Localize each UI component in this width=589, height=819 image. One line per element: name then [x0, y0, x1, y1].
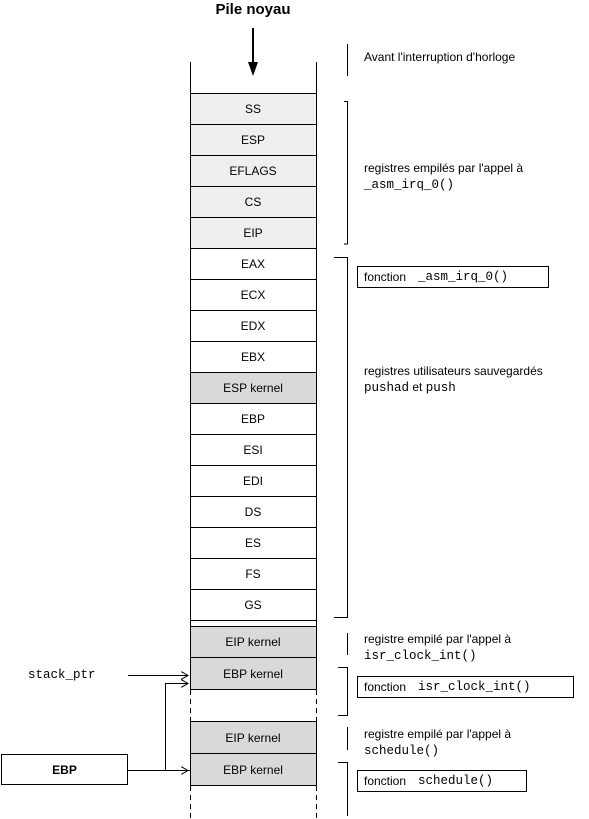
function-box-isr-name: isr_clock_int(): [418, 680, 531, 694]
stack-cell-es: ES: [190, 528, 316, 559]
stack-cell-ss: SS: [190, 93, 316, 125]
stack-cell-eax: EAX: [190, 249, 316, 280]
label-user-regs-code2: push: [425, 381, 456, 395]
function-box-sched: fonction schedule(): [357, 770, 527, 792]
label-before-interrupt: Avant l'interruption d'horloge: [364, 50, 516, 64]
bracket-sched-frame: [338, 762, 348, 816]
label-user-regs-code1: pushad: [364, 381, 410, 395]
diagram-title: Pile noyau: [215, 1, 291, 18]
stack-cell-ebp-kernel-2: EBP kernel: [190, 754, 316, 786]
stack-cell-fs: FS: [190, 559, 316, 590]
function-box-asm-name: _asm_irq_0(): [418, 270, 509, 284]
function-box-sched-label: fonction: [364, 774, 407, 788]
label-user-regs-and: et: [412, 380, 423, 394]
stack-cell-eip-kernel-1: EIP kernel: [190, 626, 316, 658]
label-pushed-by-isr-text: registre empilé par l'appel à: [364, 632, 512, 646]
stack-cell-ebp-kernel-1: EBP kernel: [190, 658, 316, 690]
label-pushed-by-sched-code: schedule(): [364, 744, 440, 758]
label-user-regs-text: registres utilisateurs sauvegardés: [364, 364, 543, 378]
stack-cell-eip-kernel-2: EIP kernel: [190, 721, 316, 754]
bracket-asm: [344, 101, 348, 245]
label-pushed-by-isr-code: isr_clock_int(): [364, 649, 477, 663]
stack-cell-ebx: EBX: [190, 342, 316, 373]
stack-cell-ebp: EBP: [190, 404, 316, 435]
stack-cell-gs: GS: [190, 590, 316, 621]
function-box-asm: fonction _asm_irq_0(): [357, 266, 549, 288]
label-pushed-by-asm-text: registres empilés par l'appel à: [364, 161, 524, 175]
label-pushed-by-asm-code: _asm_irq_0(): [364, 178, 455, 192]
function-box-asm-label: fonction: [364, 270, 407, 284]
stack-cell-esi: ESI: [190, 435, 316, 466]
stack-cell-ds: DS: [190, 497, 316, 528]
stack-cell-eip: EIP: [190, 218, 316, 249]
ebp-register-box: EBP: [1, 754, 128, 785]
stack-cell-cs: CS: [190, 187, 316, 218]
label-pushed-by-asm: registres empilés par l'appel à _asm_irq…: [364, 160, 523, 193]
bracket-user-regs: [334, 257, 348, 618]
function-box-sched-name: schedule(): [418, 774, 494, 788]
label-pushed-by-isr: registre empilé par l'appel à isr_clock_…: [364, 631, 511, 664]
stack-cell-edi: EDI: [190, 466, 316, 497]
stack-cell-edx: EDX: [190, 311, 316, 342]
stack-cell-eflags: EFLAGS: [190, 156, 316, 187]
label-user-regs: registres utilisateurs sauvegardés pusha…: [364, 363, 543, 396]
stack-ptr-label: stack_ptr: [28, 668, 96, 682]
stack-cell-ecx: ECX: [190, 280, 316, 311]
stack-cell-esp-kernel: ESP kernel: [190, 373, 316, 404]
bracket-isr-frame: [338, 667, 348, 716]
top-arrow-head: [248, 62, 258, 76]
label-pushed-by-sched: registre empilé par l'appel à schedule(): [364, 726, 511, 759]
label-pushed-by-sched-text: registre empilé par l'appel à: [364, 727, 512, 741]
ebp-chain-link: [165, 684, 190, 771]
function-box-isr-label: fonction: [364, 680, 407, 694]
stack-cell-esp: ESP: [190, 125, 316, 156]
function-box-isr: fonction isr_clock_int(): [357, 676, 574, 698]
